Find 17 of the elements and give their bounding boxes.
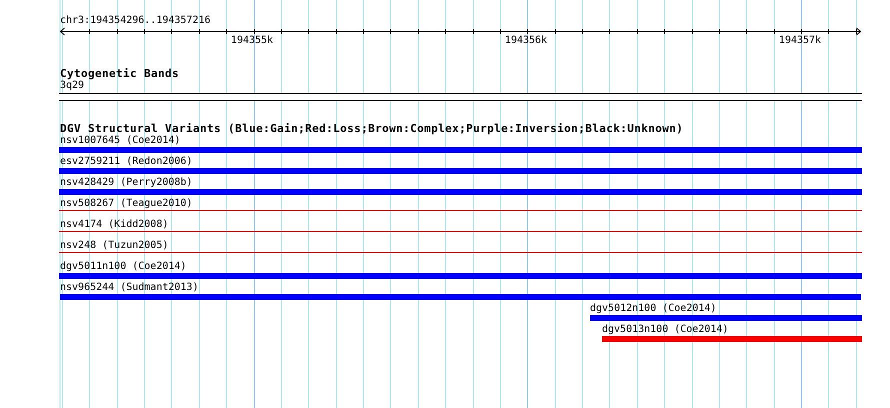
tick-label: 194357k <box>778 34 822 46</box>
band-label: 3q29 <box>60 80 84 92</box>
variant-label: dgv5013n100 (Coe2014) <box>602 324 728 336</box>
tick-label: 194356k <box>504 34 548 46</box>
variant-label: dgv5011n100 (Coe2014) <box>60 261 186 273</box>
variant-label: nsv1007645 (Coe2014) <box>60 135 180 147</box>
variant-label: esv2759211 (Redon2006) <box>60 156 192 168</box>
variant-label: nsv4174 (Kidd2008) <box>60 219 168 231</box>
variant-label: dgv5012n100 (Coe2014) <box>590 303 716 315</box>
variant-label: nsv428429 (Perry2008b) <box>60 177 192 189</box>
variant-label: nsv965244 (Sudmant2013) <box>60 282 198 294</box>
variant-label: nsv248 (Tuzun2005) <box>60 240 168 252</box>
tick-label: 194355k <box>230 34 274 46</box>
location-label: chr3:194354296..194357216 <box>60 15 211 27</box>
track-title: Cytogenetic Bands <box>60 67 180 80</box>
track-title: DGV Structural Variants (Blue:Gain;Red:Loss;Brown:Complex;Purple:Inversion;Black:Unknown) <box>60 122 684 135</box>
variant-label: nsv508267 (Teague2010) <box>60 198 192 210</box>
